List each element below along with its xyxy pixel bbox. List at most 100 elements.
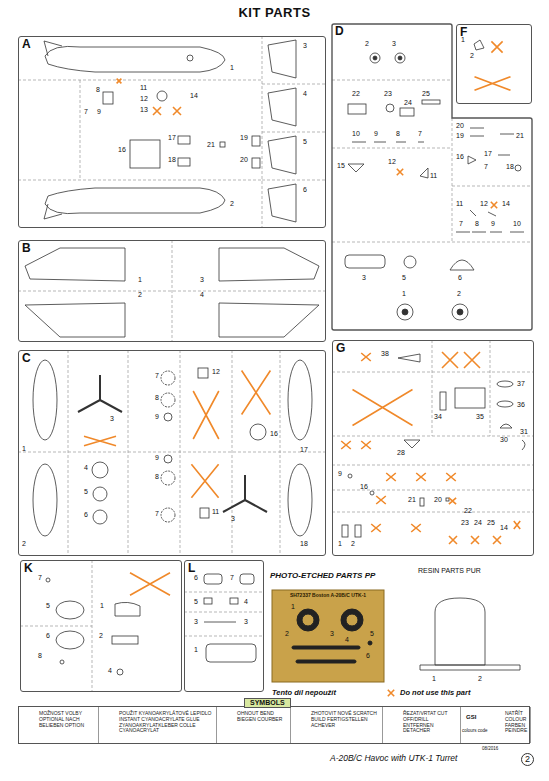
drawing-stroke <box>342 525 348 537</box>
sprue-frame: B <box>18 240 326 342</box>
drawing-stroke <box>474 40 484 50</box>
callout-number: 2 <box>99 632 103 640</box>
callout-number: 3 <box>330 630 334 638</box>
symbol-text: ZHOTOVIT NOVÉ SCRATCH BUILD FERTIGSTELLE… <box>311 711 380 728</box>
small-note: colours code <box>462 728 488 733</box>
callout-number: 12 <box>388 158 396 166</box>
callout-number: 36 <box>517 401 525 409</box>
drawing-stroke <box>252 136 260 146</box>
callout-number: 13 <box>140 106 148 114</box>
callout-number: 6 <box>46 632 50 640</box>
callout-number: 6 <box>84 511 88 519</box>
callout-number: 20 <box>434 496 442 504</box>
callout-number: 5 <box>84 488 88 496</box>
drawing-stroke <box>373 56 377 60</box>
callout-number: 7 <box>84 108 88 116</box>
callout-number: 18 <box>506 163 514 171</box>
callout-number: 2 <box>22 540 26 548</box>
drawing-stroke <box>400 108 414 116</box>
drawing-stroke <box>370 53 380 63</box>
drawing-stroke <box>398 56 402 60</box>
drawing-stroke <box>250 424 266 440</box>
callout-number: 9 <box>155 454 159 462</box>
callout-number: 2 <box>457 290 461 298</box>
drawing-stroke <box>252 158 260 168</box>
sprue-frame: A <box>18 36 326 228</box>
gsi-mark: GSI <box>466 713 476 721</box>
drawing-stroke <box>416 473 426 481</box>
fret-label: SH72337 Boston A-20B/C UTK-1 <box>272 592 384 598</box>
drawing-stroke <box>493 536 501 544</box>
sprue-letter: B <box>22 242 31 255</box>
callout-number: 22 <box>352 90 360 98</box>
note-text: Tento díl nepoužít <box>272 688 336 697</box>
symbol-text: NATŘÍT COLOUR FARBEN PEINDRE <box>505 711 528 734</box>
callout-number: 7 <box>38 574 42 582</box>
callout-number: 7 <box>230 574 234 582</box>
callout-number: 19 <box>456 132 464 140</box>
callout-number: 2 <box>351 540 355 548</box>
page-number: 2 <box>521 753 534 766</box>
drawing-stroke <box>184 592 264 636</box>
drawing-stroke <box>475 77 511 91</box>
symbol-text: MOŽNOST VOLBY OPTIONAL NACH BELIEBEN OPT… <box>39 711 96 728</box>
symbols-bar: SYMBOLSMOŽNOST VOLBY OPTIONAL NACH BELIE… <box>18 706 530 744</box>
callout-number: 5 <box>194 598 198 606</box>
sprue-letter: A <box>22 38 31 51</box>
callout-number: 7 <box>418 130 422 138</box>
drawing-stroke <box>178 136 190 144</box>
drawing-stroke <box>442 352 458 368</box>
drawing-stroke <box>346 614 358 626</box>
callout-number: 1 <box>461 36 465 44</box>
drawing-stroke <box>18 350 326 556</box>
sheet-caption: A-20B/C Havoc with UTK-1 Turret <box>330 753 457 763</box>
callout-number: 1 <box>138 276 142 284</box>
drawing-stroke <box>368 641 372 645</box>
drawing-stroke <box>446 473 456 481</box>
drawing-stroke <box>450 260 474 270</box>
drawing-stroke <box>348 104 366 114</box>
callout-number: 2 <box>478 675 482 683</box>
callout-number: 15 <box>337 162 345 170</box>
callout-number: 24 <box>474 519 482 527</box>
callout-number: 4 <box>244 598 248 606</box>
callout-number: 3 <box>303 42 307 50</box>
drawing-stroke <box>297 609 319 631</box>
drawing-stroke <box>397 169 403 175</box>
callout-number: 17 <box>484 150 492 158</box>
callout-number: 10 <box>352 130 360 138</box>
callout-number: 16 <box>118 146 126 154</box>
drawing-stroke <box>497 401 513 407</box>
drawing-stroke <box>161 508 175 522</box>
drawing-stroke <box>398 354 420 362</box>
callout-number: 11 <box>430 172 437 180</box>
drawing-stroke <box>332 80 532 242</box>
drawing-stroke <box>376 496 386 504</box>
callout-number: 3 <box>200 276 204 284</box>
drawing-stroke <box>457 309 463 315</box>
drawing-stroke <box>56 631 84 649</box>
drawing-stroke <box>219 248 319 281</box>
drawing-stroke <box>292 646 360 649</box>
symbol-cell: NATŘÍT COLOUR FARBEN PEINDRE <box>461 707 531 743</box>
drawing-stroke <box>497 381 513 387</box>
drawing-stroke <box>388 690 394 696</box>
drawing-stroke <box>449 536 457 544</box>
drawing-stroke <box>371 524 381 532</box>
drawing-stroke <box>422 100 440 104</box>
callout-number: 6 <box>194 574 198 582</box>
sprue-frame <box>332 24 532 330</box>
drawing-stroke <box>18 36 326 228</box>
drawing-stroke <box>204 574 222 584</box>
callout-number: 5 <box>303 138 307 146</box>
drawing-stroke <box>157 91 167 101</box>
drawing-stroke <box>153 107 161 115</box>
drawing-stroke <box>302 614 314 626</box>
drawing-stroke <box>219 303 319 337</box>
drawing-stroke <box>115 602 140 616</box>
drawing-stroke <box>404 440 420 448</box>
drawing-stroke <box>92 462 108 478</box>
sprue-frame: G <box>332 340 534 556</box>
callout-number: 5 <box>370 630 374 638</box>
drawing-stroke <box>200 508 209 518</box>
